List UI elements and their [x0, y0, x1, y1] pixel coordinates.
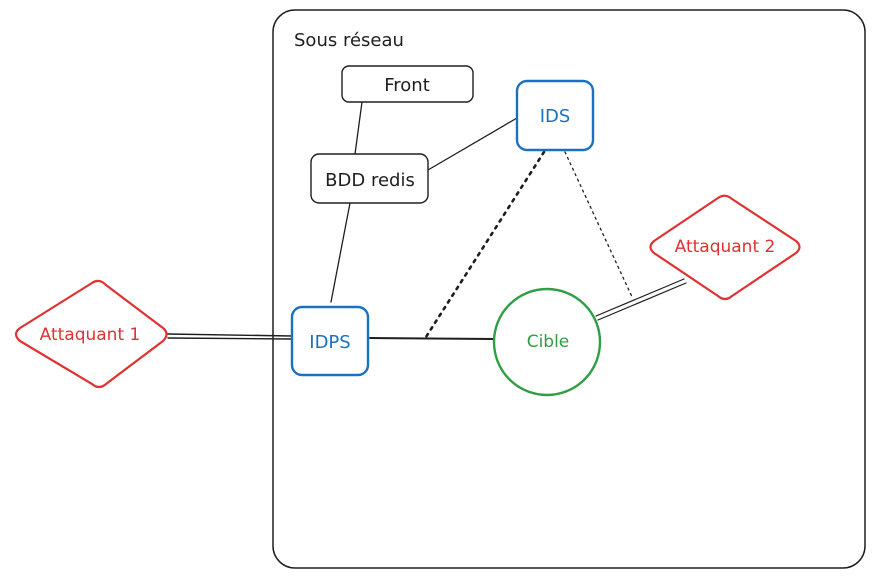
edge-front-bdd [354, 101, 363, 155]
node-cible-label: Cible [527, 332, 570, 352]
node-attaquant-1[interactable]: Attaquant 1 [14, 279, 168, 389]
edge-ids-monitor-left [424, 150, 546, 339]
node-attaquant-2-label: Attaquant 2 [675, 237, 776, 257]
node-front-label: Front [384, 75, 430, 96]
edge-ids-monitor-right [564, 151, 634, 300]
edge-idps-cible [369, 337, 495, 340]
edge-bdd-ids [427, 117, 518, 171]
node-ids-label: IDS [540, 106, 571, 127]
node-idps[interactable]: IDPS [290, 305, 370, 377]
node-cible[interactable]: Cible [492, 287, 602, 397]
edge-cible-attaquant2-second [597, 282, 687, 321]
node-bdd-redis[interactable]: BDD redis [310, 153, 429, 204]
edge-bdd-idps [330, 202, 351, 303]
node-front[interactable]: Front [341, 65, 474, 103]
node-ids[interactable]: IDS [515, 79, 595, 152]
subnet-boundary [272, 9, 866, 569]
edge-attaquant1-idps-second [167, 337, 293, 340]
subnet-title: Sous réseau [294, 30, 404, 51]
node-attaquant-2[interactable]: Attaquant 2 [649, 194, 801, 301]
node-attaquant-1-label: Attaquant 1 [40, 325, 141, 345]
node-bdd-redis-label: BDD redis [325, 170, 415, 191]
connections [167, 101, 687, 340]
edge-cible-attaquant2 [595, 278, 685, 317]
edge-attaquant1-idps [167, 333, 293, 337]
node-idps-label: IDPS [309, 332, 350, 353]
